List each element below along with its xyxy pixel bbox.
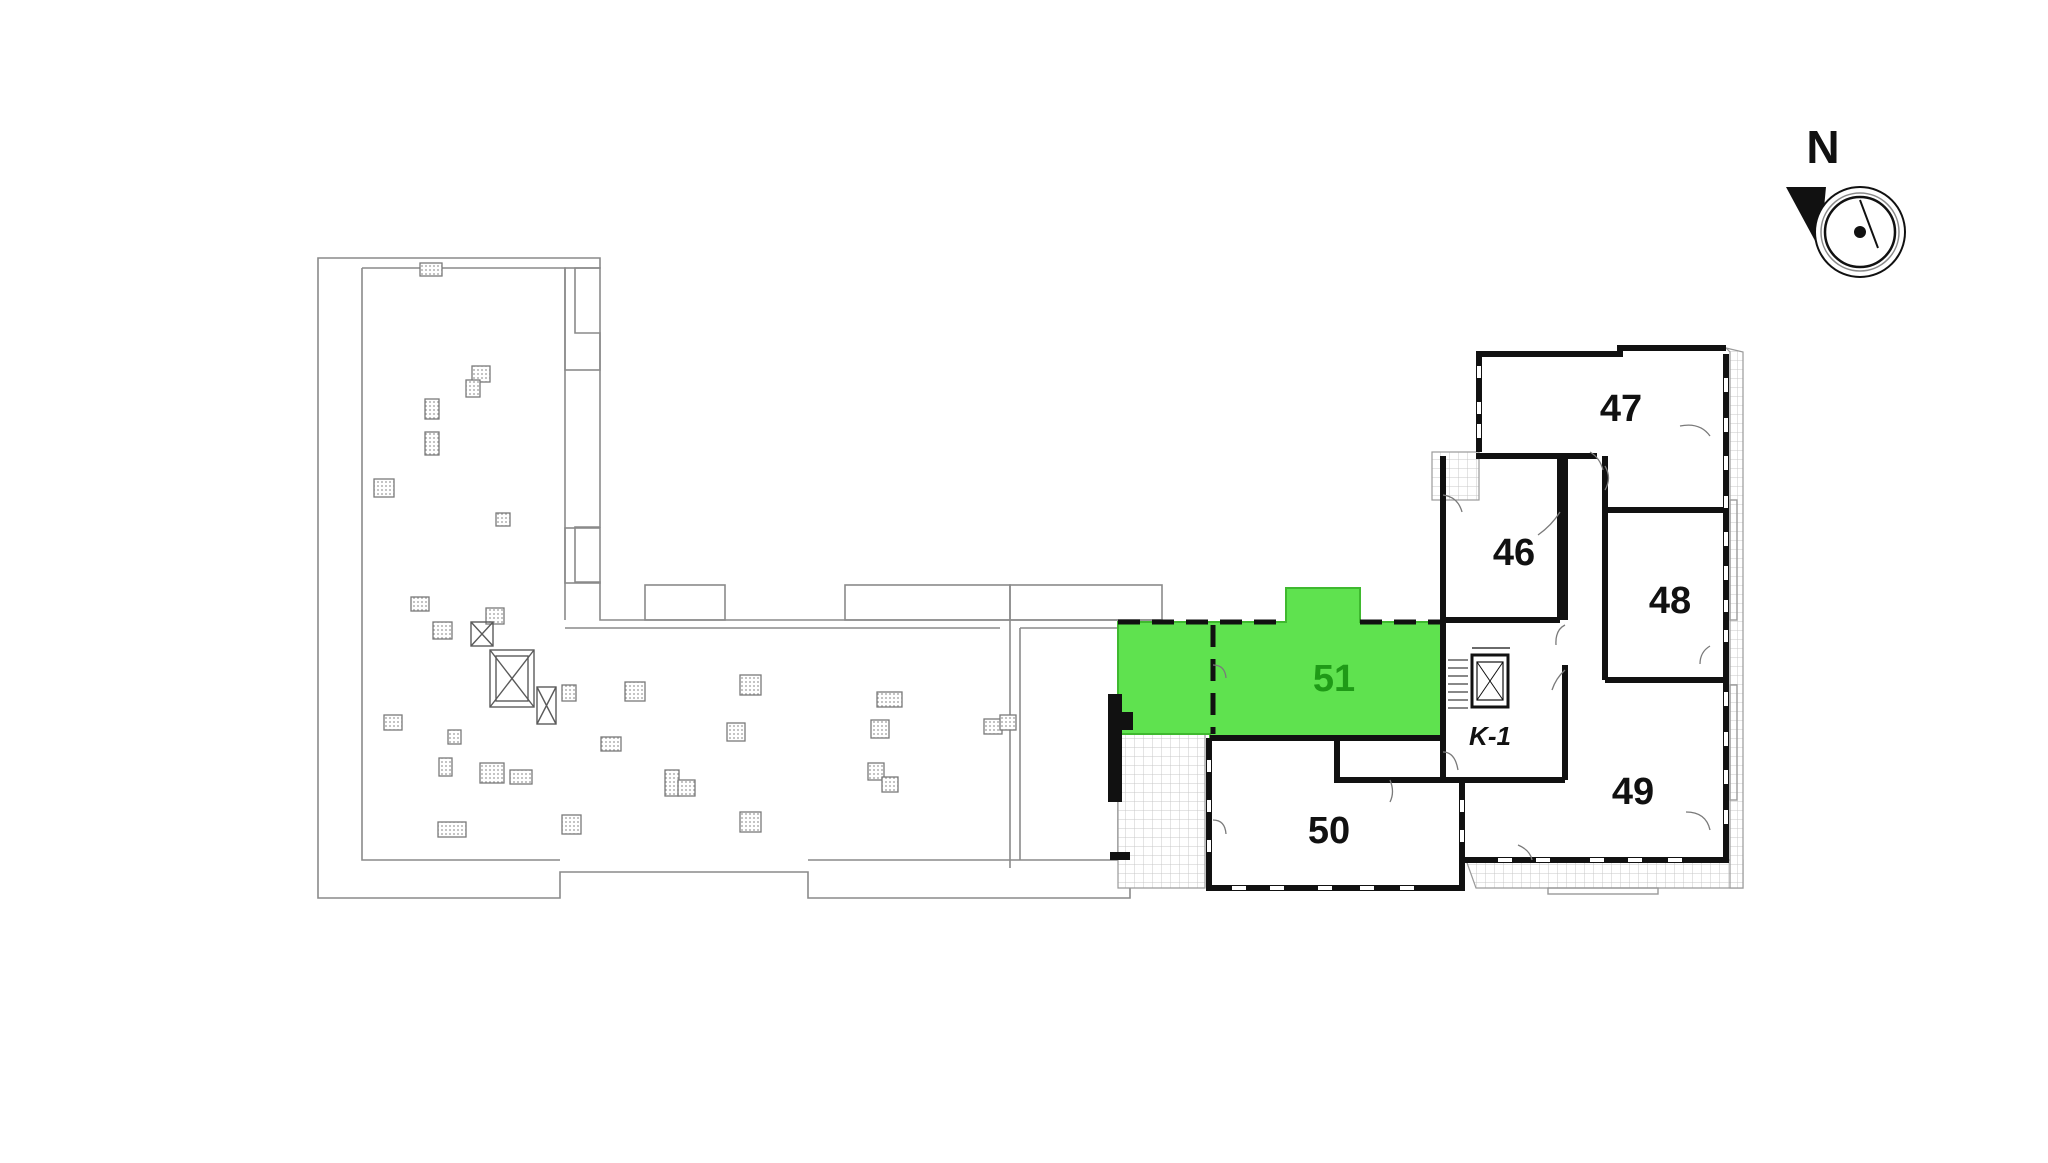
wall-stub [1110,852,1130,860]
unit-label-50: 50 [1308,810,1350,852]
unit-49[interactable] [1462,680,1726,860]
chimney-wall [1108,694,1122,802]
terrace-tiles [1117,346,1744,889]
compass-north-label: N [1806,121,1839,173]
unit-label-46: 46 [1493,532,1535,574]
roof-terrace [317,257,1163,899]
unit-51[interactable] [1118,588,1443,738]
unit-51-walls [1118,619,1443,741]
unit-label-49: 49 [1612,771,1654,813]
roof-skylights [470,621,557,725]
vent-block [1122,712,1133,730]
unit-label-47: 47 [1600,388,1642,430]
door-swings [1212,424,1711,861]
unit-label-48: 48 [1649,580,1691,622]
window-openings [1207,366,1728,890]
roof-equipment [373,262,1017,838]
compass: N [1786,121,1906,278]
facade-glazing [1547,499,1738,895]
elevator-core [1448,647,1510,709]
unit-label-51: 51 [1313,658,1355,700]
apartment-walls [1206,345,1729,891]
stair-core-label: K-1 [1469,721,1511,751]
north-arrow-icon [1786,186,1906,278]
